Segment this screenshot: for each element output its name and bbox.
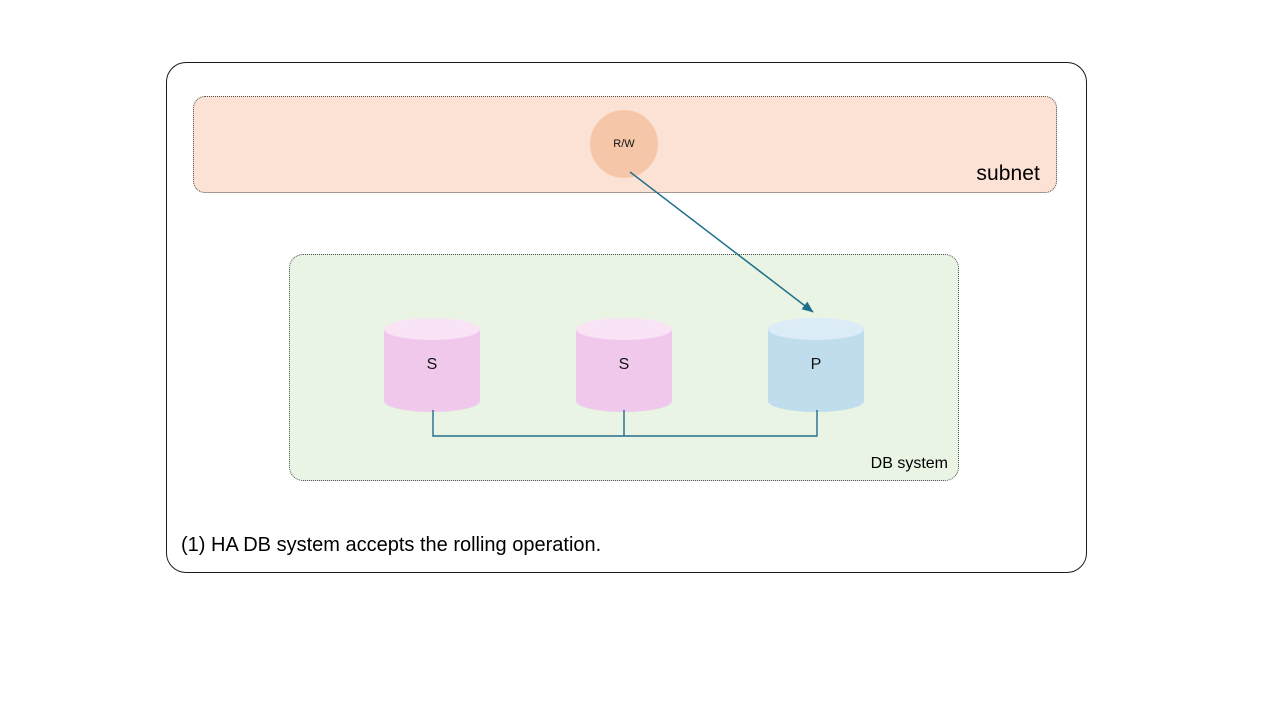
cylinder-top-ellipse <box>768 318 864 340</box>
subnet-label: subnet <box>976 162 1040 185</box>
cylinder-bottom-ellipse <box>576 390 672 412</box>
db-node-standby-2[interactable]: S <box>576 318 672 412</box>
db-node-label: P <box>810 356 822 373</box>
cylinder-body <box>768 329 864 401</box>
db-node-primary[interactable]: P <box>768 318 864 412</box>
cylinder-body <box>576 329 672 401</box>
db-system-label: DB system <box>870 455 948 472</box>
db-node-standby-1[interactable]: S <box>384 318 480 412</box>
diagram-caption: (1) HA DB system accepts the rolling ope… <box>181 534 602 556</box>
cylinder-top-ellipse <box>576 318 672 340</box>
cylinder-bottom-ellipse <box>768 390 864 412</box>
db-node-label: S <box>618 356 630 373</box>
cylinder-bottom-ellipse <box>384 390 480 412</box>
rw-endpoint-node[interactable]: R/W <box>590 110 658 178</box>
cylinder-body <box>384 329 480 401</box>
rw-endpoint-label: R/W <box>613 137 635 150</box>
db-node-label: S <box>426 356 438 373</box>
cylinder-top-ellipse <box>384 318 480 340</box>
